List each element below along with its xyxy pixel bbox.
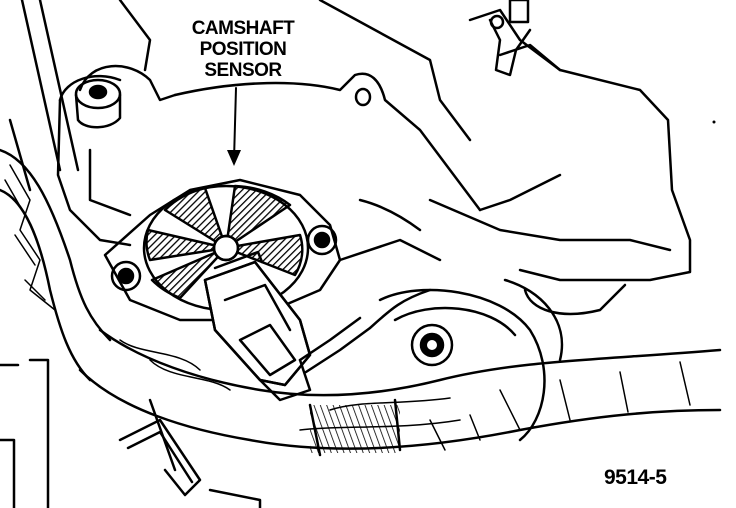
camshaft-position-sensor-label: CAMSHAFT POSITION SENSOR <box>168 18 318 81</box>
camshaft-position-sensor-body <box>203 250 312 387</box>
engine-cover-outline <box>56 0 692 282</box>
top-right-stud <box>488 0 532 77</box>
left-wiring-harness <box>0 148 112 382</box>
left-frame-rails <box>0 0 80 508</box>
cover-hole <box>354 87 372 107</box>
camshaft-sprocket <box>378 278 564 442</box>
callout-line-3: SENSOR <box>204 60 282 81</box>
bracket-curve <box>523 283 627 316</box>
callout-leader-line <box>227 87 241 166</box>
ink-dot <box>712 120 716 124</box>
callout-line-1: CAMSHAFT <box>191 18 295 39</box>
callout-line-2: POSITION <box>199 39 287 60</box>
figure-number: 9514-5 <box>604 466 667 489</box>
harness-clip <box>118 398 262 508</box>
tone-wheel <box>142 184 310 312</box>
main-wiring-harness <box>78 328 722 457</box>
top-bolt-boss <box>74 78 122 129</box>
